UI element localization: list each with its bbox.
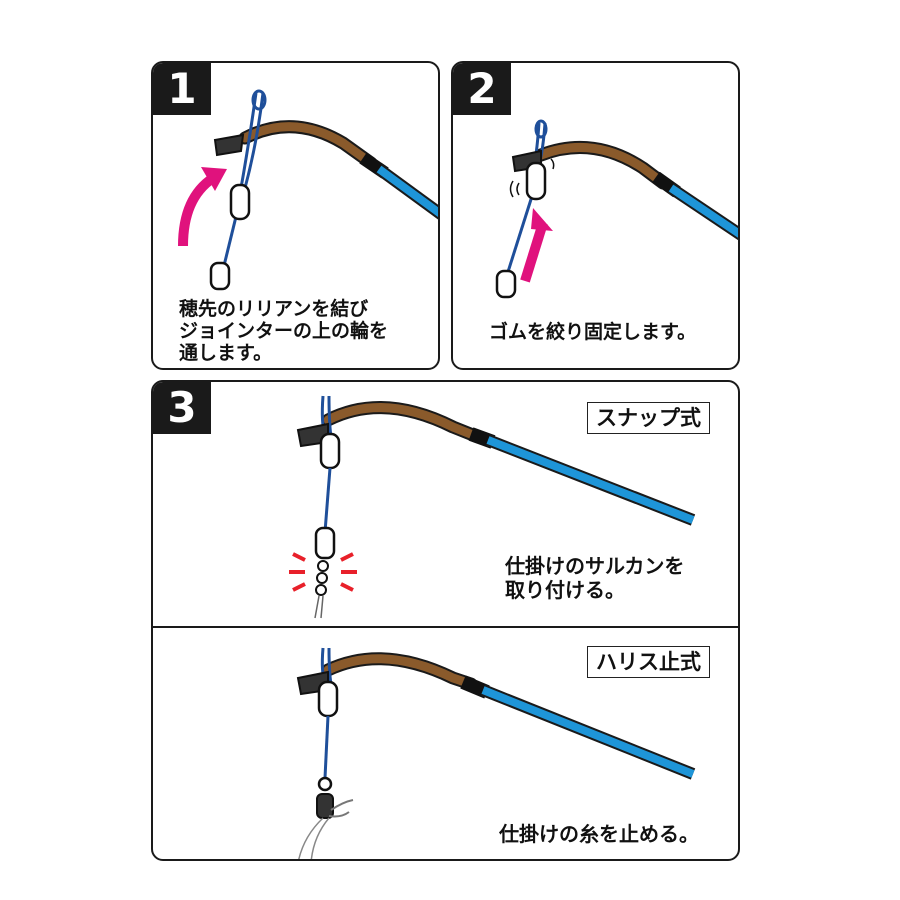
step-3-illustration xyxy=(289,395,696,859)
harris-stop-method-caption: 仕掛けの糸を止める。 xyxy=(499,822,699,846)
knot xyxy=(251,89,267,111)
step-1-panel: 1 穂先のリリアンを結び ジョインターの上の輪を 通します。 xyxy=(151,61,440,370)
curved-arrow xyxy=(178,173,216,247)
stop-tippet xyxy=(298,817,330,859)
snap-method-tag: スナップ式 xyxy=(587,402,710,434)
squeeze-marks xyxy=(509,158,555,198)
snap-jointer xyxy=(319,432,341,470)
step-2-caption: ゴムを絞り固定します。 xyxy=(489,321,697,343)
up-arrow xyxy=(520,221,548,283)
step-3-panel: 3 スナップ式 仕掛けのサルカ xyxy=(151,380,740,861)
harris-stop-method-tag: ハリス止式 xyxy=(587,646,710,678)
stop-main-line xyxy=(323,715,330,779)
step-2-panel: 2 ゴムを絞り固定します。 xyxy=(451,61,740,370)
knot xyxy=(534,119,548,139)
jointer-tube xyxy=(229,183,251,221)
stop-swivel-body xyxy=(316,793,334,819)
step-3-number: 3 xyxy=(153,382,211,434)
swivel-ring-3 xyxy=(315,584,327,596)
snap-main-line xyxy=(323,467,332,533)
line-end-bead xyxy=(495,269,517,299)
tippet-line xyxy=(314,595,324,619)
line-end-bead xyxy=(209,261,231,291)
rubber-stopper xyxy=(213,133,245,157)
stop-tie-knot xyxy=(328,799,354,818)
step-1-number: 1 xyxy=(153,63,211,115)
jointer-tube xyxy=(525,161,547,201)
step-1-illustration xyxy=(178,89,438,291)
click-spark xyxy=(289,552,357,592)
step-2-illustration xyxy=(495,119,738,299)
swivel-ring-2 xyxy=(316,572,328,584)
main-line xyxy=(505,192,535,276)
snap-method-caption: 仕掛けのサルカンを 取り付ける。 xyxy=(505,554,685,602)
method-divider xyxy=(153,626,738,628)
step-1-caption: 穂先のリリアンを結び ジョインターの上の輪を 通します。 xyxy=(179,298,389,364)
swivel-ring-1 xyxy=(317,560,329,572)
snap-line-end xyxy=(314,526,336,560)
stop-jointer xyxy=(317,680,339,718)
step-2-number: 2 xyxy=(453,63,511,115)
stop-swivel-ring xyxy=(317,776,333,792)
